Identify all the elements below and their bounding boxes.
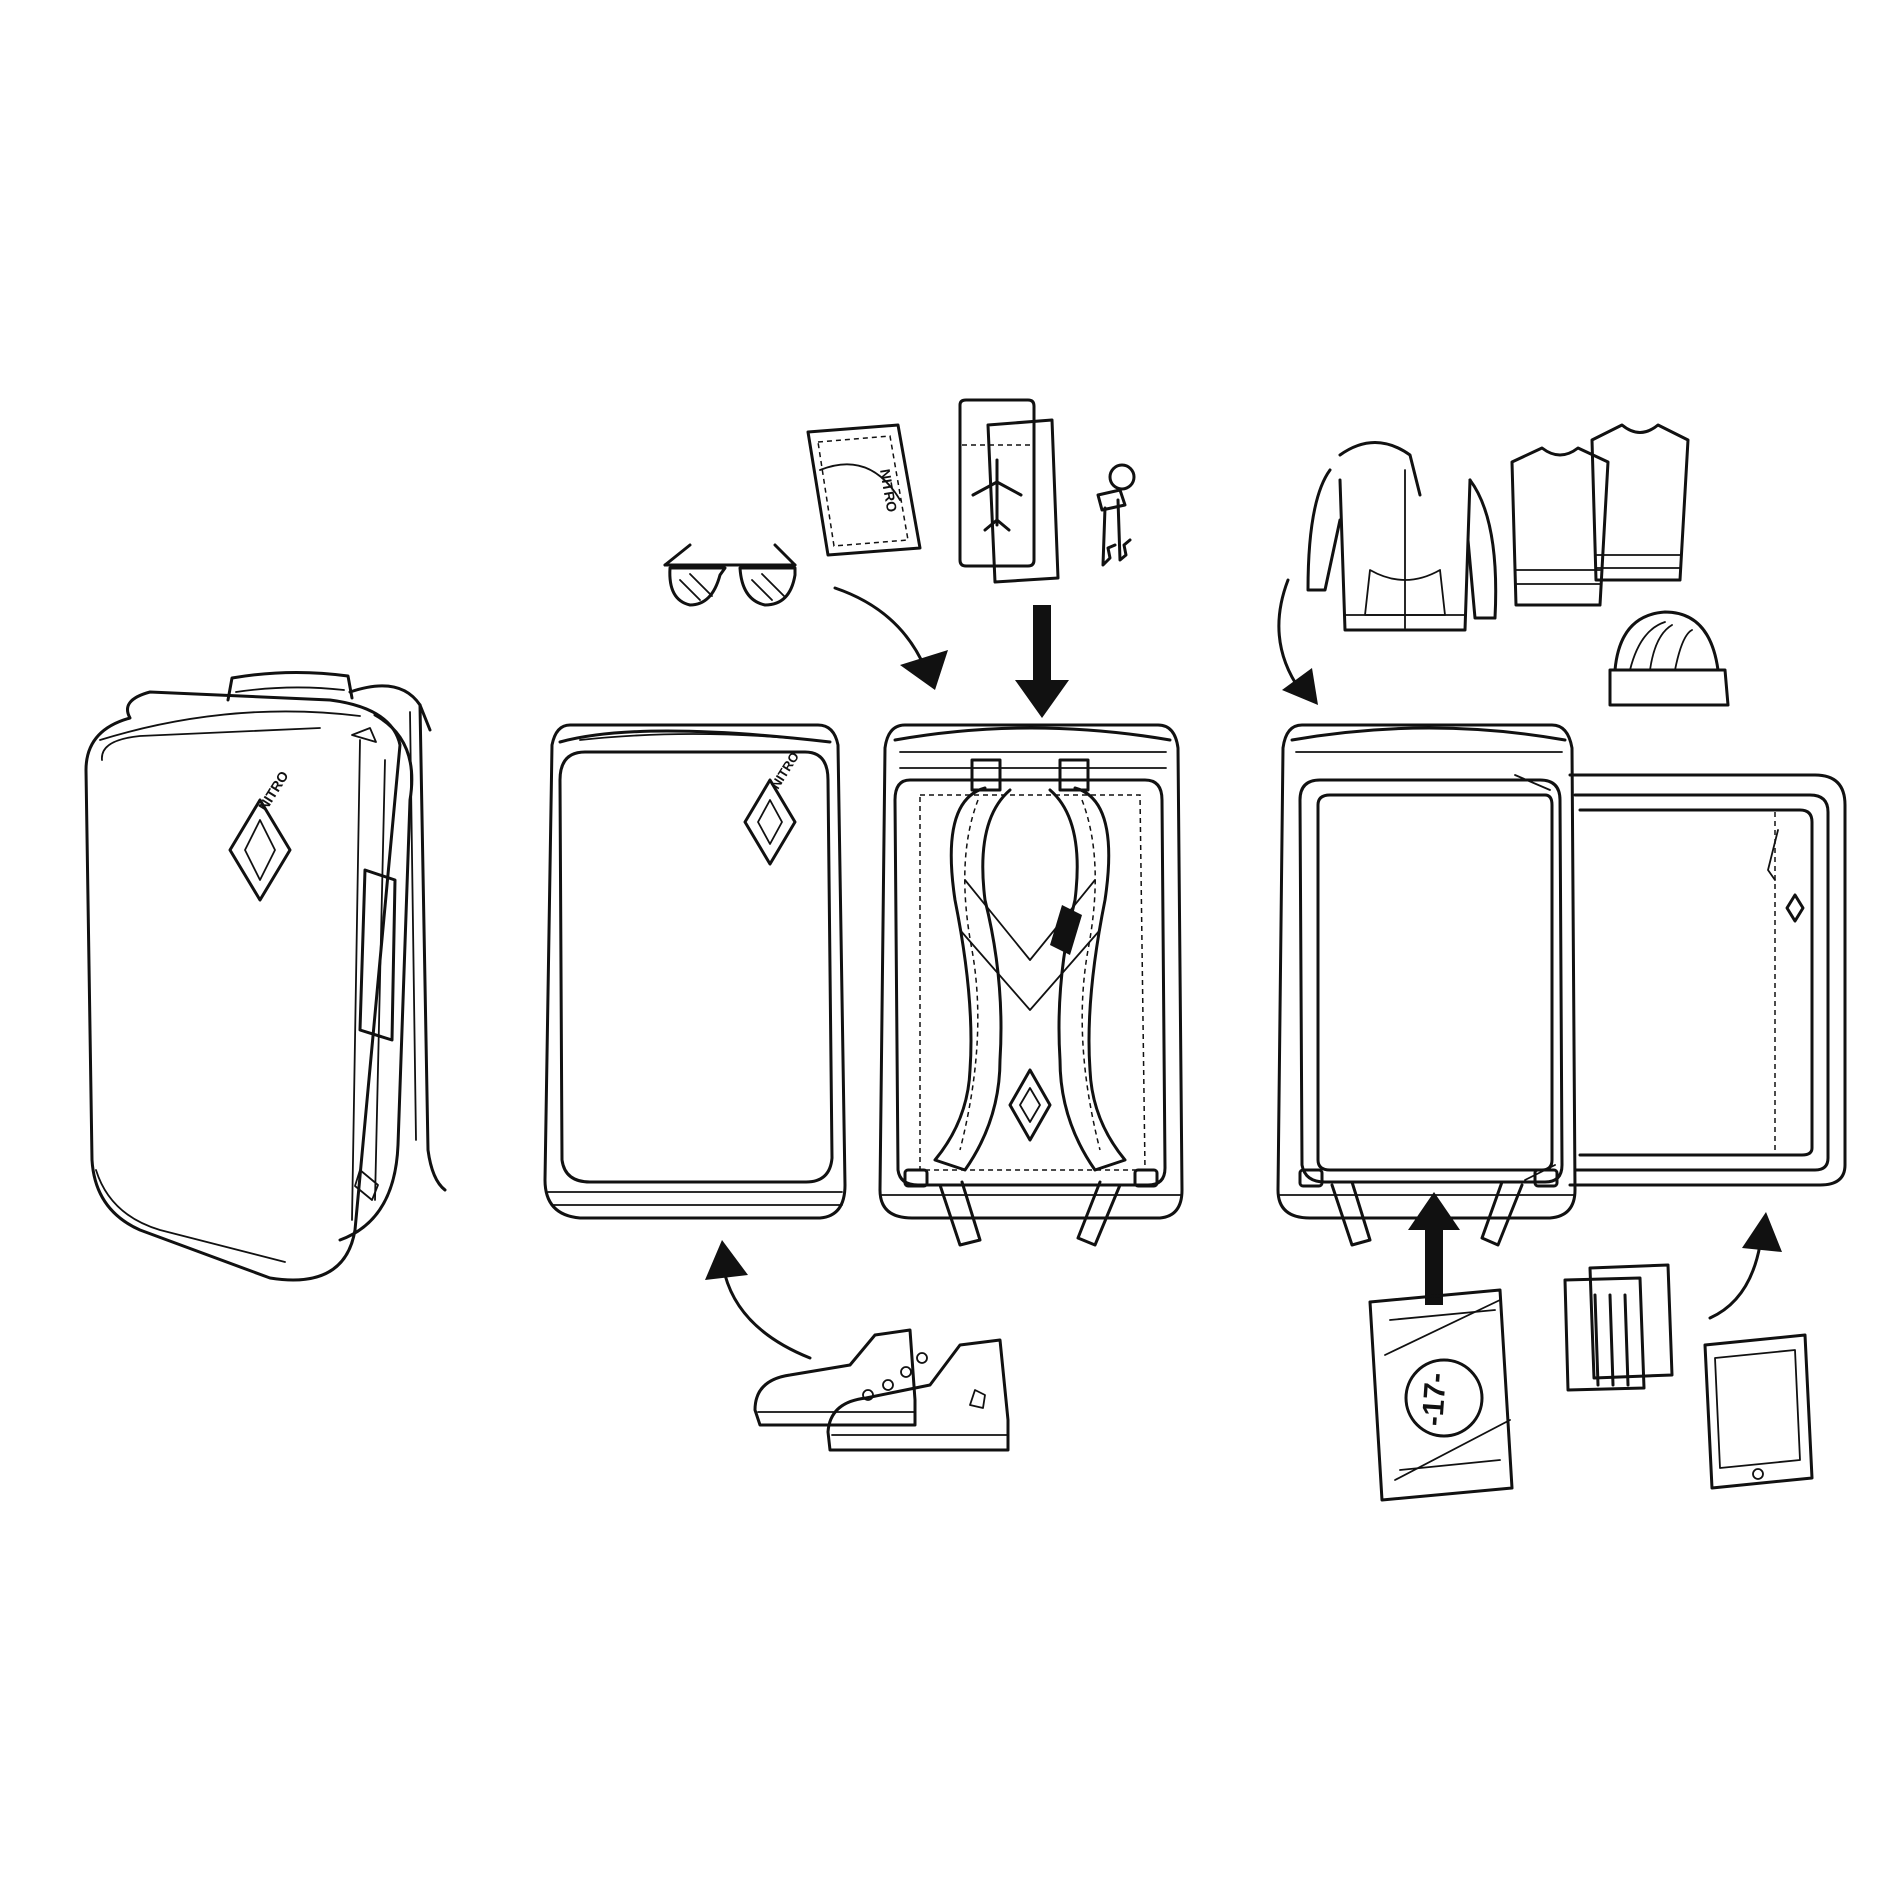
sneakers-icon: [753, 1328, 1010, 1452]
backpack-closed-icon: NITRO: [84, 670, 447, 1282]
shirts-icon: [1510, 423, 1690, 607]
hoodie-icon: [1306, 441, 1498, 632]
notebook-label: -17-: [1416, 1372, 1453, 1428]
beanie-icon: [1608, 610, 1730, 707]
pens-icon: [1563, 1263, 1674, 1392]
sunglasses-icon: [663, 543, 797, 607]
notebook-icon: -17-: [1368, 1288, 1514, 1502]
backpack-back-icon: [878, 723, 1184, 1247]
backpack-front-icon: NITRO: [543, 723, 847, 1220]
boarding-pass-icon: [958, 398, 1060, 584]
keys-icon: [1096, 463, 1136, 567]
wallet-logo-text: NITRO: [877, 468, 900, 514]
wallet-icon: NITRO: [806, 423, 922, 557]
brand-logo-text-2: NITRO: [768, 749, 802, 791]
backpack-open-icon: [1276, 723, 1847, 1247]
tablet-icon: [1703, 1333, 1814, 1490]
arrow-icon: [705, 578, 1782, 1360]
brand-logo-text: NITRO: [255, 768, 292, 814]
